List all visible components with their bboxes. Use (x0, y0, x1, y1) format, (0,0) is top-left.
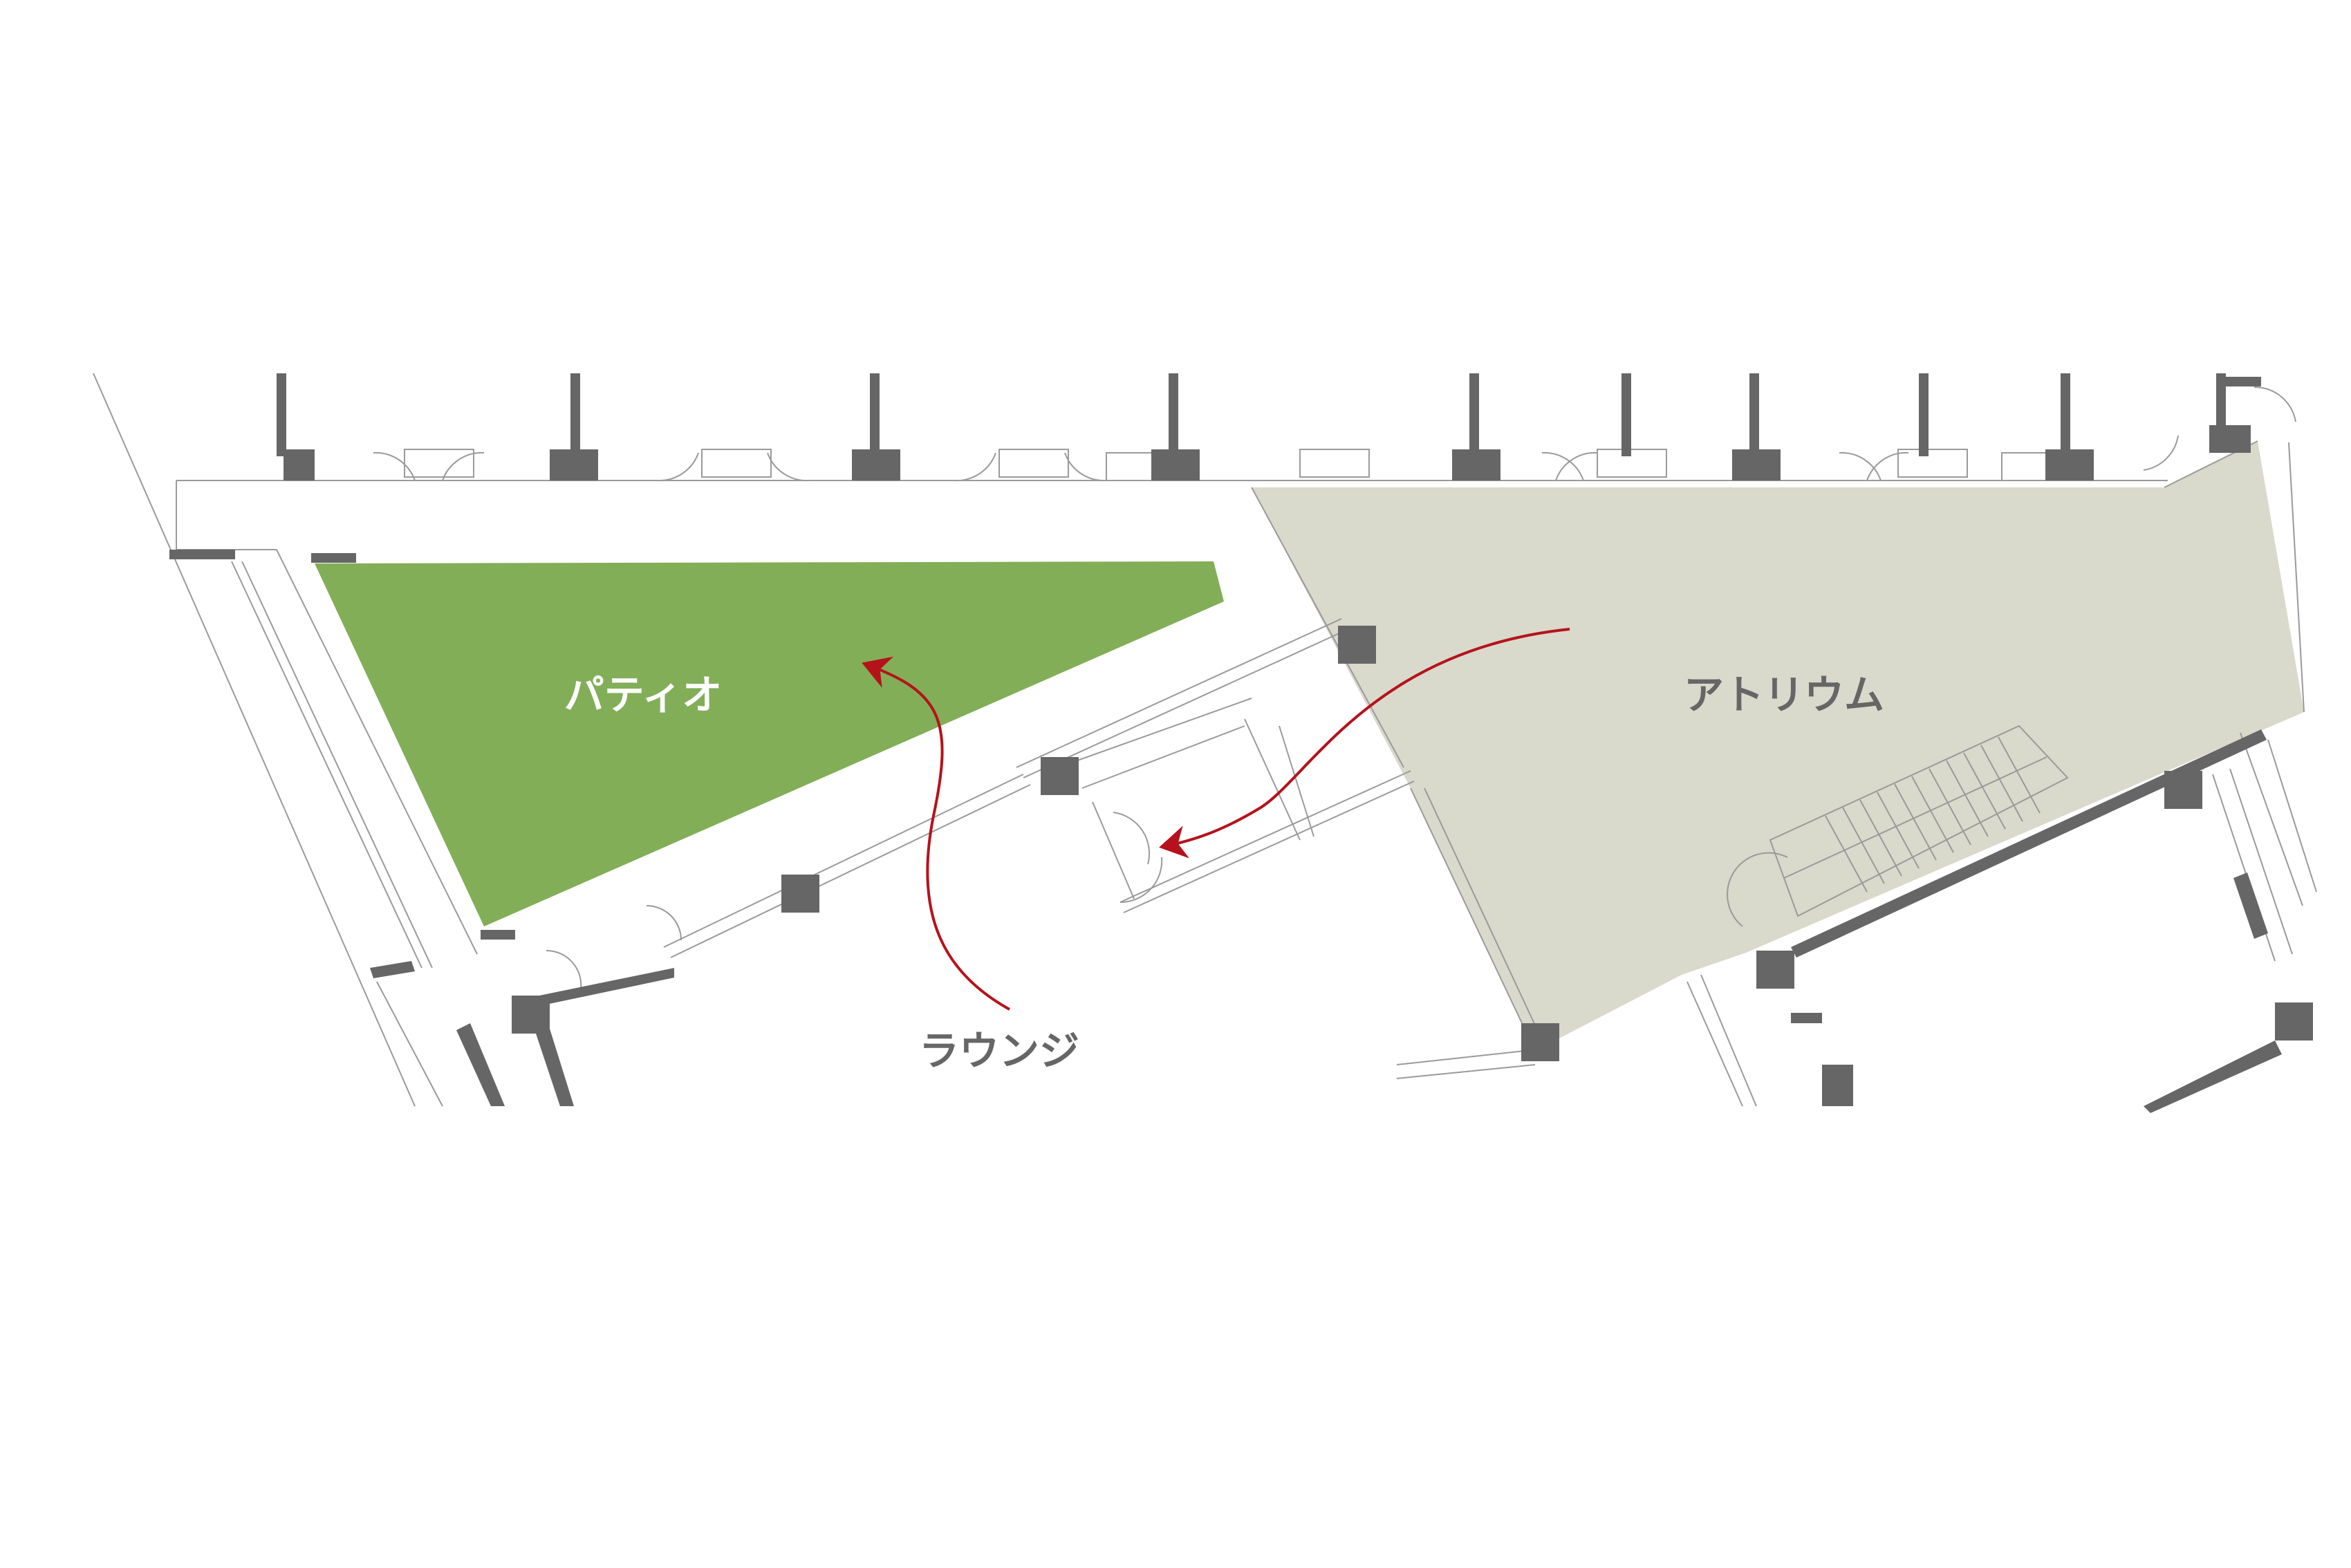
door-swings (373, 386, 2296, 989)
walls (169, 373, 2313, 1113)
window-sills (404, 449, 2065, 481)
arrow-lounge-patio (862, 656, 1010, 1011)
staircase (1769, 725, 2069, 917)
patio-label: パティオ (564, 671, 723, 718)
atrium-label: アトリウム (1684, 671, 1884, 718)
lounge-label: ラウンジ (919, 1027, 1079, 1074)
outline-lines (93, 373, 2317, 1107)
circulation-arrows (862, 628, 1570, 1011)
arrow-atrium-to-lounge (1159, 628, 1570, 859)
atrium-zone (1252, 441, 2304, 1051)
patio-zone (315, 561, 1224, 926)
